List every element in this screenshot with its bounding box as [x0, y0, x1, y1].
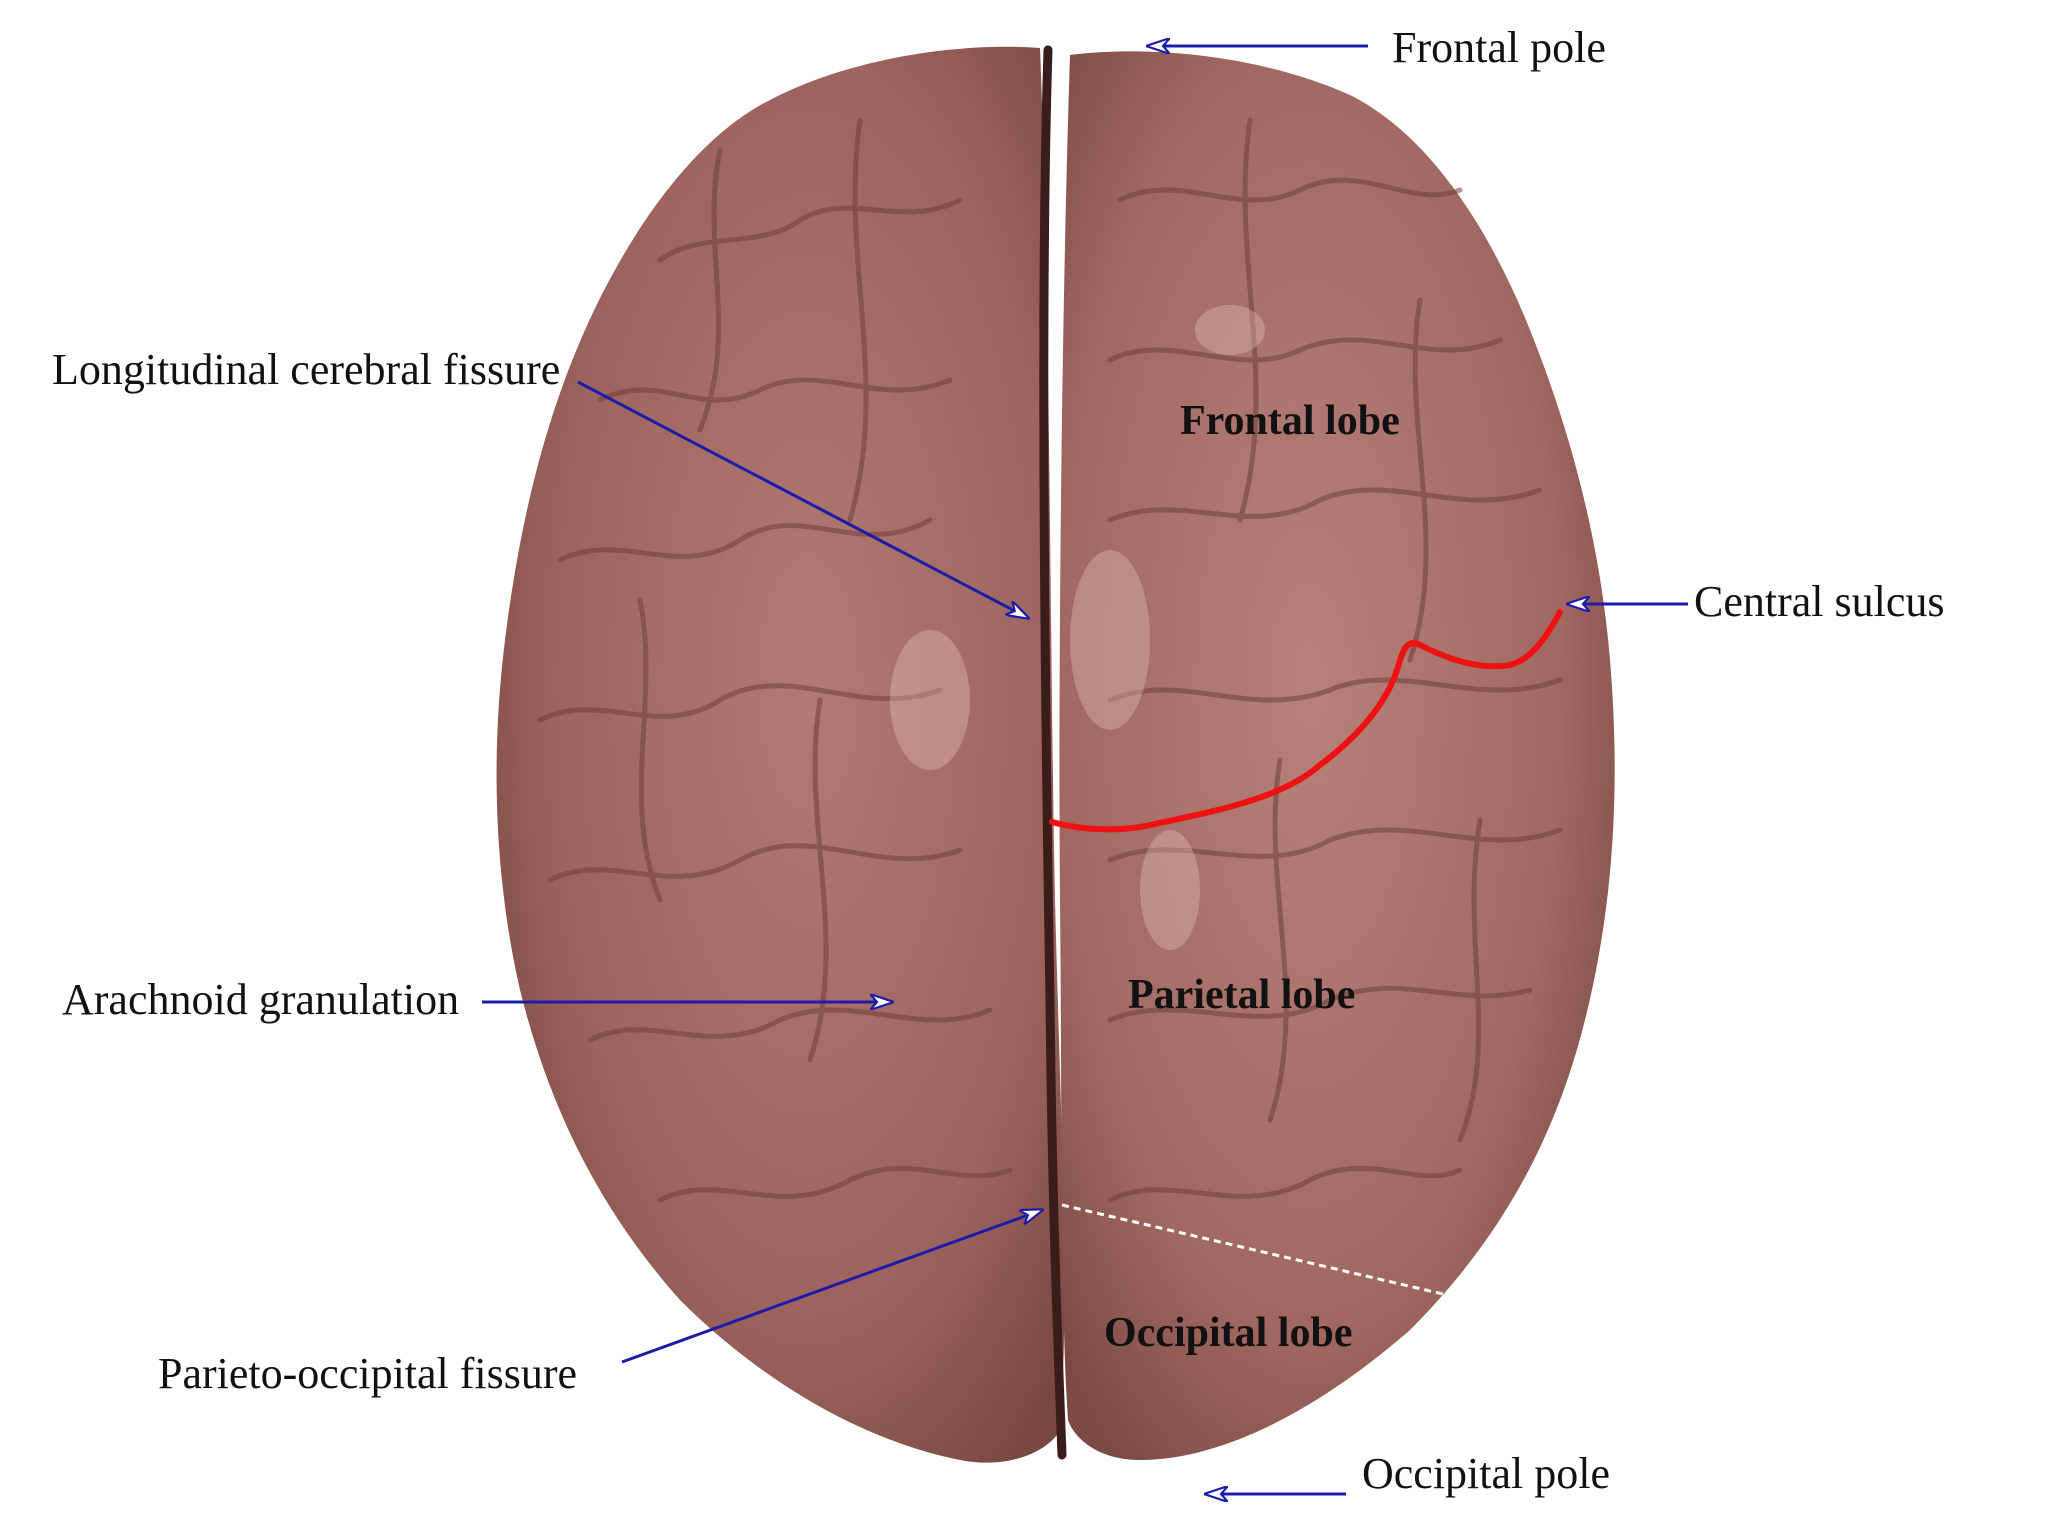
right-hemisphere: [1059, 51, 1615, 1461]
label-frontal-lobe: Frontal lobe: [1180, 398, 1400, 444]
fissure-line: [1039, 45, 1067, 1460]
label-frontal-pole: Frontal pole: [1392, 23, 1606, 72]
label-central-sulcus: Central sulcus: [1694, 577, 1945, 626]
label-arachnoid-granulation: Arachnoid granulation: [62, 975, 459, 1024]
central-sulcus-line: [1049, 609, 1563, 833]
label-parieto-occipital-fissure: Parieto-occipital fissure: [158, 1349, 577, 1398]
label-occipital-pole: Occipital pole: [1362, 1449, 1610, 1498]
label-occipital-lobe: Occipital lobe: [1104, 1310, 1352, 1356]
label-longitudinal-fissure: Longitudinal cerebral fissure: [52, 345, 560, 394]
parieto-occipital-line: [1061, 1203, 1461, 1300]
pointer-lines: [482, 46, 1688, 1494]
gyri-texture: [537, 117, 1563, 1203]
left-hemisphere: [496, 46, 1065, 1463]
brain-image: [496, 45, 1615, 1463]
label-parietal-lobe: Parietal lobe: [1128, 972, 1355, 1018]
pointer-longitudinal-fissure: [577, 380, 1028, 618]
pointer-parieto-occipital: [621, 1210, 1042, 1364]
specular-highlights: [890, 305, 1265, 950]
